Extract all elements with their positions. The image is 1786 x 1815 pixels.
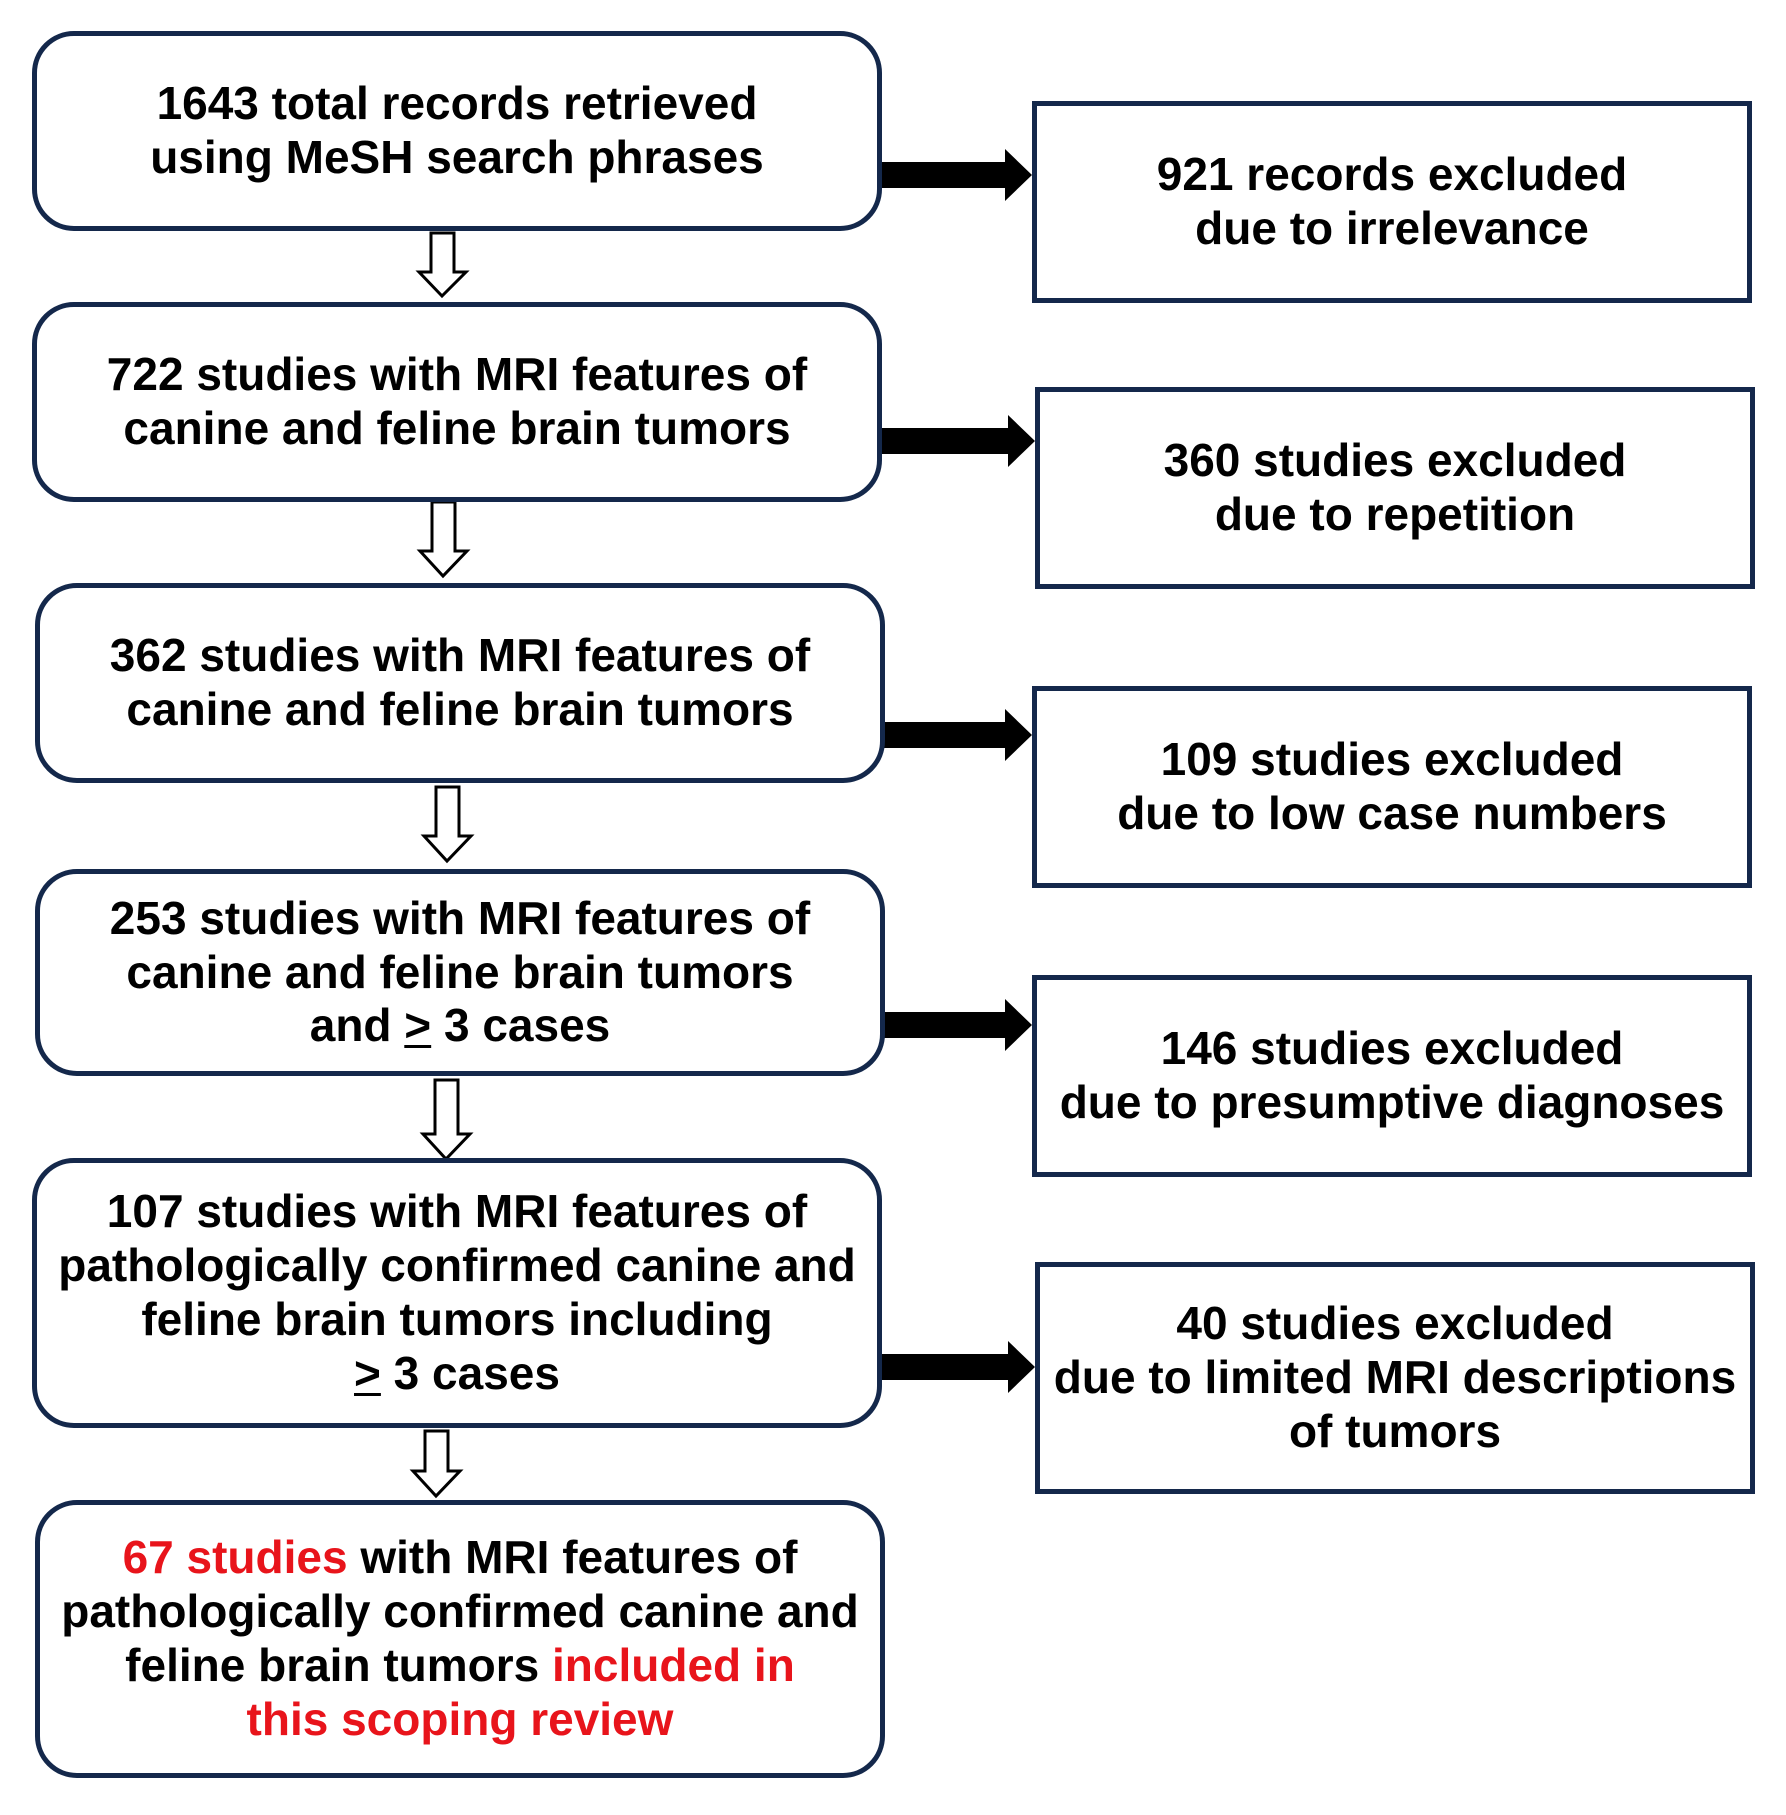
exclusion-2-text: 360 studies excluded due to repetition bbox=[1164, 434, 1627, 542]
down-arrow-4 bbox=[419, 1078, 474, 1162]
final-review-highlight: this scoping review bbox=[246, 1692, 674, 1745]
down-arrow-1 bbox=[415, 231, 470, 299]
step-box-4: 253 studies with MRI features of canine … bbox=[35, 869, 885, 1076]
step-2-text: 722 studies with MRI features of canine … bbox=[107, 348, 807, 456]
final-line-1-rest: with MRI features of bbox=[347, 1531, 798, 1584]
step-3-line-2: canine and feline brain tumors bbox=[126, 683, 794, 735]
step-5-line-2: pathologically confirmed canine and bbox=[58, 1239, 856, 1292]
right-arrow-1 bbox=[882, 149, 1032, 201]
exclusion-1-line-2: due to irrelevance bbox=[1195, 202, 1589, 254]
exclusion-4-text: 146 studies excluded due to presumptive … bbox=[1060, 1022, 1725, 1130]
down-arrow-5 bbox=[409, 1429, 464, 1499]
final-line-3-pre: feline brain tumors bbox=[125, 1639, 553, 1691]
exclusion-1-text: 921 records excluded due to irrelevance bbox=[1157, 148, 1627, 256]
exclusion-box-1: 921 records excluded due to irrelevance bbox=[1032, 101, 1752, 303]
final-included-highlight: included in bbox=[552, 1639, 795, 1691]
step-1-line-1: 1643 total records retrieved bbox=[156, 77, 758, 130]
exclusion-box-3: 109 studies excluded due to low case num… bbox=[1032, 686, 1752, 888]
right-arrow-4 bbox=[884, 999, 1032, 1051]
exclusion-4-line-2: due to presumptive diagnoses bbox=[1059, 1076, 1725, 1128]
step-2-line-2: canine and feline brain tumors bbox=[123, 402, 791, 454]
down-arrow-2 bbox=[416, 500, 471, 579]
right-arrow-3 bbox=[884, 709, 1032, 761]
exclusion-3-line-1: 109 studies excluded bbox=[1160, 733, 1624, 786]
exclusion-3-text: 109 studies excluded due to low case num… bbox=[1117, 733, 1667, 841]
exclusion-5-text: 40 studies excluded due to limited MRI d… bbox=[1054, 1297, 1736, 1458]
exclusion-5-line-1: 40 studies excluded bbox=[1176, 1297, 1614, 1350]
exclusion-5-line-2: due to limited MRI descriptions bbox=[1053, 1351, 1737, 1404]
exclusion-4-line-1: 146 studies excluded bbox=[1160, 1022, 1624, 1075]
step-box-1: 1643 total records retrieved using MeSH … bbox=[32, 31, 882, 231]
step-4-text: 253 studies with MRI features of canine … bbox=[110, 892, 810, 1053]
right-arrow-2 bbox=[882, 415, 1035, 467]
exclusion-2-line-2: due to repetition bbox=[1214, 488, 1576, 540]
step-3-text: 362 studies with MRI features of canine … bbox=[110, 629, 810, 737]
step-1-text: 1643 total records retrieved using MeSH … bbox=[150, 77, 764, 185]
final-line-2: pathologically confirmed canine and bbox=[61, 1585, 859, 1638]
step-3-line-1: 362 studies with MRI features of bbox=[109, 629, 811, 682]
step-4-line-3-pre: and bbox=[309, 999, 405, 1052]
step-5-line-1: 107 studies with MRI features of bbox=[106, 1185, 808, 1238]
down-arrow-3 bbox=[420, 785, 475, 864]
step-4-gte-symbol: > bbox=[404, 999, 432, 1052]
exclusion-5-line-3: of tumors bbox=[1288, 1404, 1502, 1457]
final-count-highlight: 67 studies bbox=[122, 1531, 348, 1584]
step-5-line-4-post: 3 cases bbox=[380, 1346, 560, 1399]
right-arrow-5 bbox=[882, 1341, 1035, 1393]
exclusion-box-2: 360 studies excluded due to repetition bbox=[1035, 387, 1755, 589]
exclusion-3-line-2: due to low case numbers bbox=[1117, 787, 1667, 839]
step-1-line-2: using MeSH search phrases bbox=[150, 131, 764, 183]
step-4-line-3-post: 3 cases bbox=[431, 999, 611, 1052]
step-2-line-1: 722 studies with MRI features of bbox=[106, 348, 808, 401]
step-box-5: 107 studies with MRI features of patholo… bbox=[32, 1158, 882, 1428]
exclusion-box-4: 146 studies excluded due to presumptive … bbox=[1032, 975, 1752, 1177]
final-step-text: 67 studies with MRI features of patholog… bbox=[61, 1531, 858, 1746]
exclusion-2-line-1: 360 studies excluded bbox=[1163, 434, 1627, 487]
step-5-gte-symbol: > bbox=[354, 1346, 381, 1399]
step-5-text: 107 studies with MRI features of patholo… bbox=[58, 1185, 855, 1400]
step-box-3: 362 studies with MRI features of canine … bbox=[35, 583, 885, 783]
step-5-line-3: feline brain tumors including bbox=[141, 1293, 773, 1345]
step-box-2: 722 studies with MRI features of canine … bbox=[32, 302, 882, 502]
step-4-line-1: 253 studies with MRI features of bbox=[109, 891, 811, 944]
step-4-line-2: canine and feline brain tumors bbox=[126, 945, 794, 998]
final-step-box: 67 studies with MRI features of patholog… bbox=[35, 1500, 885, 1778]
exclusion-box-5: 40 studies excluded due to limited MRI d… bbox=[1035, 1262, 1755, 1494]
exclusion-1-line-1: 921 records excluded bbox=[1156, 148, 1628, 201]
